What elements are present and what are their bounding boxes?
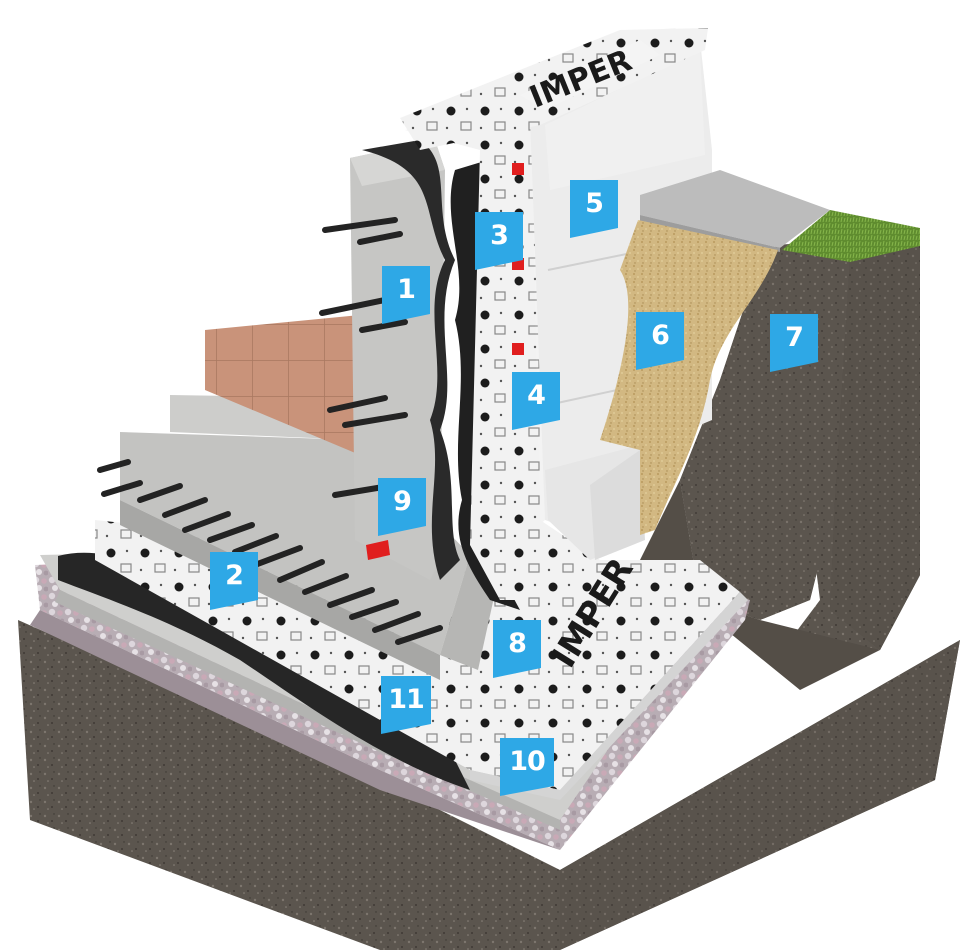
- callout-label: 3: [490, 220, 509, 251]
- callout-7[interactable]: 7: [770, 314, 818, 372]
- callout-marker-shape: [210, 552, 258, 610]
- callout-marker-shape: [512, 372, 560, 430]
- concrete-wall: [350, 140, 460, 580]
- callout-label: 6: [651, 320, 670, 351]
- callout-3[interactable]: 3: [475, 212, 523, 270]
- callout-label: 4: [527, 380, 546, 411]
- callout-1[interactable]: 1: [382, 266, 430, 324]
- callout-marker-shape: [636, 312, 684, 370]
- callout-11[interactable]: 11: [381, 676, 431, 734]
- callout-marker-shape: [570, 180, 618, 238]
- callout-label: 9: [393, 486, 412, 517]
- callout-marker-shape: [500, 738, 554, 796]
- callout-marker-shape: [378, 478, 426, 536]
- callout-label: 5: [585, 188, 604, 219]
- callout-label: 1: [397, 274, 416, 305]
- floor-tiles: [205, 315, 360, 455]
- callout-marker-shape: [493, 620, 541, 678]
- callout-label: 10: [509, 746, 546, 777]
- callout-marker-shape: [770, 314, 818, 372]
- callout-label: 11: [388, 684, 425, 715]
- callout-8[interactable]: 8: [493, 620, 541, 678]
- callout-4[interactable]: 4: [512, 372, 560, 430]
- callout-marker-shape: [475, 212, 523, 270]
- callout-5[interactable]: 5: [570, 180, 618, 238]
- drainage-fill: [600, 220, 778, 535]
- callout-2[interactable]: 2: [210, 552, 258, 610]
- callout-10[interactable]: 10: [500, 738, 554, 796]
- callout-label: 7: [785, 322, 804, 353]
- callout-marker-shape: [382, 266, 430, 324]
- callout-marker-shape: [381, 676, 431, 734]
- callout-label: 8: [508, 628, 527, 659]
- paving-slab: [640, 170, 830, 252]
- soil-block: [18, 620, 960, 950]
- grass-layer: [782, 210, 920, 262]
- callout-6[interactable]: 6: [636, 312, 684, 370]
- callout-9[interactable]: 9: [378, 478, 426, 536]
- callout-label: 2: [225, 560, 244, 591]
